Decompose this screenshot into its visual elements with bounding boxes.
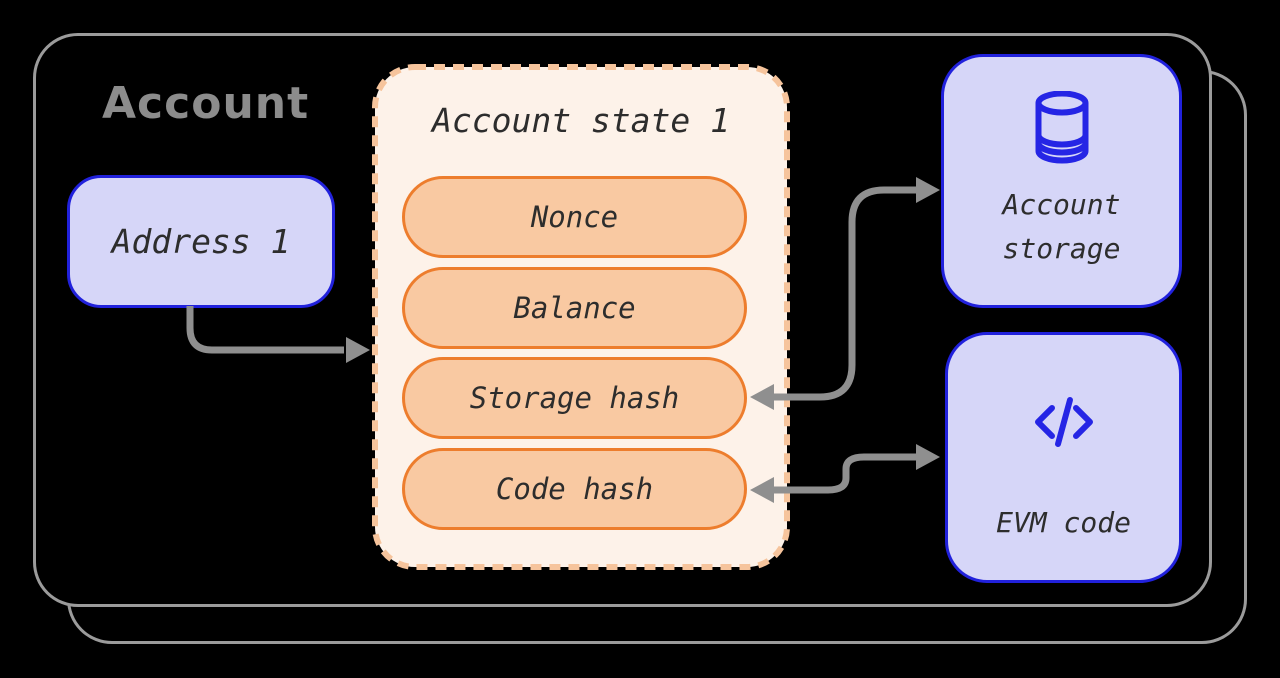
account-storage-label-line1: Account — [1002, 188, 1121, 221]
state-pill-storage-hash-label: Storage hash — [469, 381, 680, 415]
account-storage-node: Account storage — [941, 54, 1182, 308]
state-pill-nonce-label: Nonce — [530, 200, 619, 234]
address-node: Address 1 — [67, 175, 335, 308]
address-node-label: Address 1 — [111, 222, 291, 261]
account-title: Account — [102, 78, 310, 129]
state-pill-balance: Balance — [402, 267, 747, 349]
account-storage-label: Account storage — [1002, 183, 1120, 271]
account-state-title: Account state 1 — [431, 101, 730, 140]
code-icon — [1034, 397, 1093, 447]
state-pill-code-hash: Code hash — [402, 448, 747, 530]
state-pill-code-hash-label: Code hash — [495, 472, 654, 506]
evm-code-node: EVM code — [945, 332, 1182, 583]
database-icon — [1035, 91, 1088, 164]
account-storage-label-line2: storage — [1002, 232, 1121, 265]
state-pill-balance-label: Balance — [513, 291, 636, 325]
evm-code-label: EVM code — [996, 506, 1131, 539]
state-pill-storage-hash: Storage hash — [402, 357, 747, 439]
state-pill-nonce: Nonce — [402, 176, 747, 258]
